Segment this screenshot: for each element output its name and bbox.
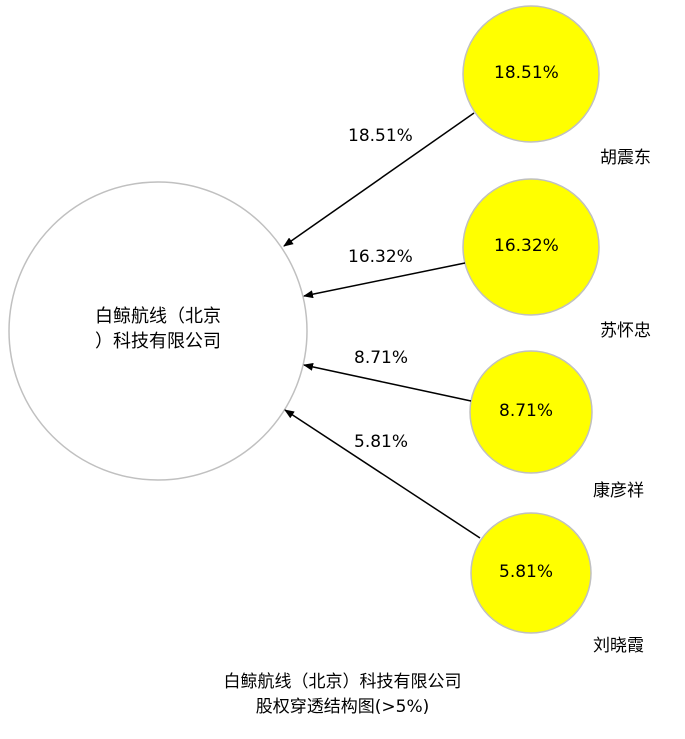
title-line2: 股权穿透结构图(>5%) xyxy=(255,697,430,717)
node-percent: 18.51% xyxy=(494,63,559,83)
shareholder-node xyxy=(462,5,600,143)
edge-percent: 5.81% xyxy=(354,432,409,452)
node-percent: 5.81% xyxy=(499,562,554,582)
company-name-line1: 白鲸航线（北京 xyxy=(95,306,221,327)
shareholder-name: 康彦祥 xyxy=(593,481,644,501)
edge-arrow xyxy=(303,262,466,299)
edge-percent: 18.51% xyxy=(348,126,413,146)
diagram-title: 白鲸航线（北京）科技有限公司 股权穿透结构图(>5%) xyxy=(0,670,685,720)
edge-arrow xyxy=(283,112,475,247)
shareholder-name: 刘晓霞 xyxy=(593,636,644,656)
shareholder-node xyxy=(462,178,600,316)
company-node xyxy=(8,181,308,481)
shareholder-node xyxy=(470,512,592,634)
company-name: 白鲸航线（北京 ）科技有限公司 xyxy=(58,304,258,354)
node-percent: 16.32% xyxy=(494,236,559,256)
shareholder-name: 苏怀忠 xyxy=(600,321,651,341)
company-name-line2: ）科技有限公司 xyxy=(95,331,221,352)
shareholder-name: 胡震东 xyxy=(600,148,651,168)
edge-percent: 8.71% xyxy=(354,348,409,368)
shareholder-node xyxy=(469,350,593,474)
edge-percent: 16.32% xyxy=(348,247,413,267)
node-percent: 8.71% xyxy=(499,401,554,421)
edge-arrow xyxy=(303,362,472,402)
edge-arrow xyxy=(284,409,481,539)
title-line1: 白鲸航线（北京）科技有限公司 xyxy=(223,672,462,692)
